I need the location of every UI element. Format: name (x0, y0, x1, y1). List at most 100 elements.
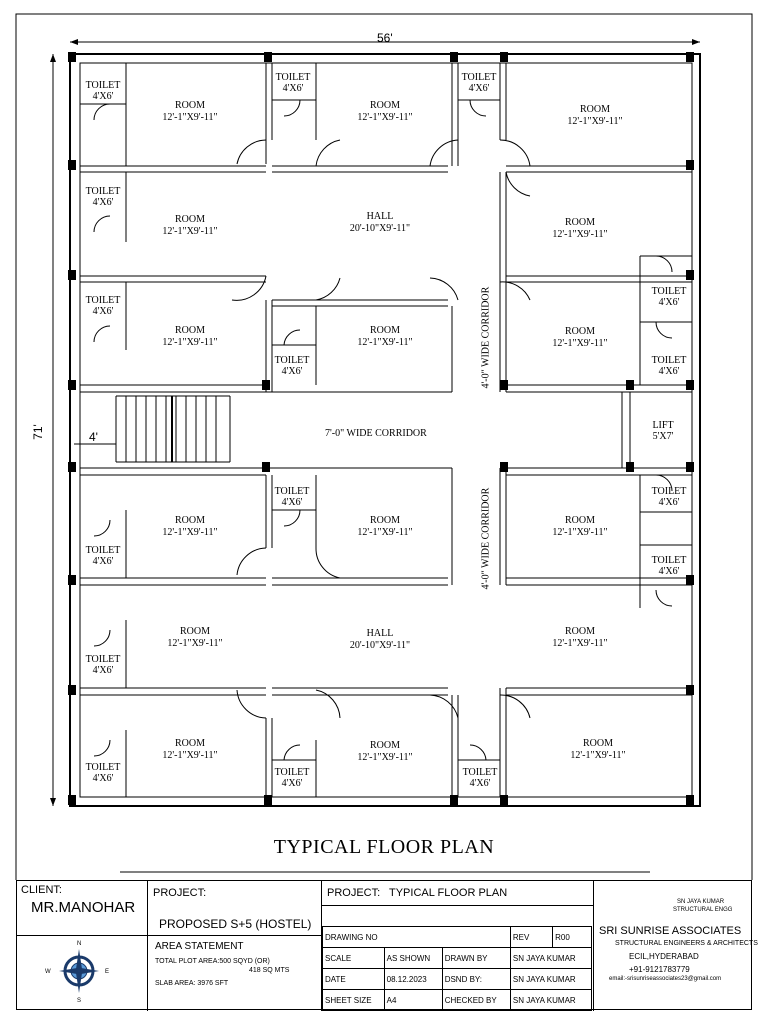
staircase (115, 395, 231, 463)
client-label: CLIENT: (21, 884, 62, 896)
height-dimension-label: 71' (30, 424, 45, 440)
project-name: PROPOSED S+5 (HOSTEL) (159, 917, 312, 931)
firm-phone: +91-9121783779 (629, 965, 690, 974)
main-corridor-label: 7'-0" WIDE CORRIDOR (325, 428, 427, 439)
divider (147, 881, 148, 1011)
checked-by-value: SN JAYA KUMAR (509, 989, 593, 1011)
total-plot-area-mts: 418 SQ MTS (249, 967, 290, 974)
floor-plan-drawing (15, 13, 753, 880)
divider (593, 881, 594, 1011)
scale-label: SCALE (322, 947, 385, 969)
divider (17, 935, 147, 936)
lower-corridor-label: 4'-0" WIDE CORRIDOR (480, 487, 492, 590)
project2-name: TYPICAL FLOOR PLAN (389, 887, 508, 899)
compass-north-label: N (77, 941, 82, 947)
dsnd-by-label: DSND BY: (441, 968, 511, 990)
date-label: DATE (322, 968, 385, 990)
slab-area: SLAB AREA: 3976 SFT (155, 980, 229, 987)
width-dimension-label: 56' (377, 31, 393, 45)
sheet-size-label: SHEET SIZE (322, 989, 385, 1011)
firm-location: ECIL,HYDERABAD (629, 952, 699, 961)
sheet-border (15, 13, 753, 880)
compass-icon (59, 949, 99, 993)
width-dim-arrow-left (70, 39, 78, 45)
area-statement-label: AREA STATEMENT (155, 941, 244, 952)
client-name: MR.MANOHAR (31, 899, 136, 916)
engineer-name: SN JAYA KUMAR (677, 899, 725, 905)
firm-email: email:-srisunriseassociates23@gmail.com (609, 976, 722, 982)
lift-name: LIFT (652, 420, 674, 431)
height-dim-arrow-top (50, 54, 56, 62)
compass-south-label: S (77, 998, 82, 1004)
columns (68, 52, 694, 805)
upper-block-walls (80, 63, 692, 393)
drawing-no-label: DRAWING NO (322, 926, 511, 948)
drawn-by-label: DRAWN BY (441, 947, 511, 969)
engineer-title: STRUCTURAL ENGG (673, 907, 733, 913)
divider (321, 881, 322, 1011)
height-dim-arrow-bottom (50, 798, 56, 806)
project-label: PROJECT: (153, 887, 207, 899)
lift-label: LIFT 5'X7' (648, 420, 678, 442)
compass-west-label: W (45, 969, 51, 975)
stair-width-label: 4' (89, 430, 98, 444)
firm-description: STRUCTURAL ENGINEERS & ARCHITECTS (615, 940, 758, 947)
rev-value: R00 (552, 926, 592, 948)
firm-name: SRI SUNRISE ASSOCIATES (599, 925, 742, 937)
sheet-size-value: A4 (383, 989, 443, 1011)
rev-label: REV (509, 926, 554, 948)
width-dim-arrow-right (692, 39, 700, 45)
door-swings (93, 99, 673, 761)
checked-by-label: CHECKED BY (441, 989, 511, 1011)
lift-size: 5'X7' (652, 431, 674, 442)
drawing-title: TYPICAL FLOOR PLAN (273, 836, 495, 858)
upper-corridor-label: 4'-0" WIDE CORRIDOR (480, 286, 492, 389)
divider (147, 935, 321, 936)
lower-block-walls (80, 392, 692, 797)
total-plot-area: TOTAL PLOT AREA:500 SQYD (OR) (155, 958, 270, 965)
floor-plan: 56' 71' 4' 7'-0" WIDE CORRIDOR 4'-0" WID… (15, 13, 753, 880)
scale-value: AS SHOWN (383, 947, 443, 969)
compass-east-label: E (105, 969, 110, 975)
dsnd-by-value: SN JAYA KUMAR (509, 968, 593, 990)
outer-wall (69, 53, 701, 807)
inner-wall (79, 62, 693, 798)
divider (321, 905, 593, 906)
drawn-by-value: SN JAYA KUMAR (509, 947, 593, 969)
drawing-info-table: DRAWING NO REV R00 SCALE AS SHOWN DRAWN … (322, 926, 593, 1011)
